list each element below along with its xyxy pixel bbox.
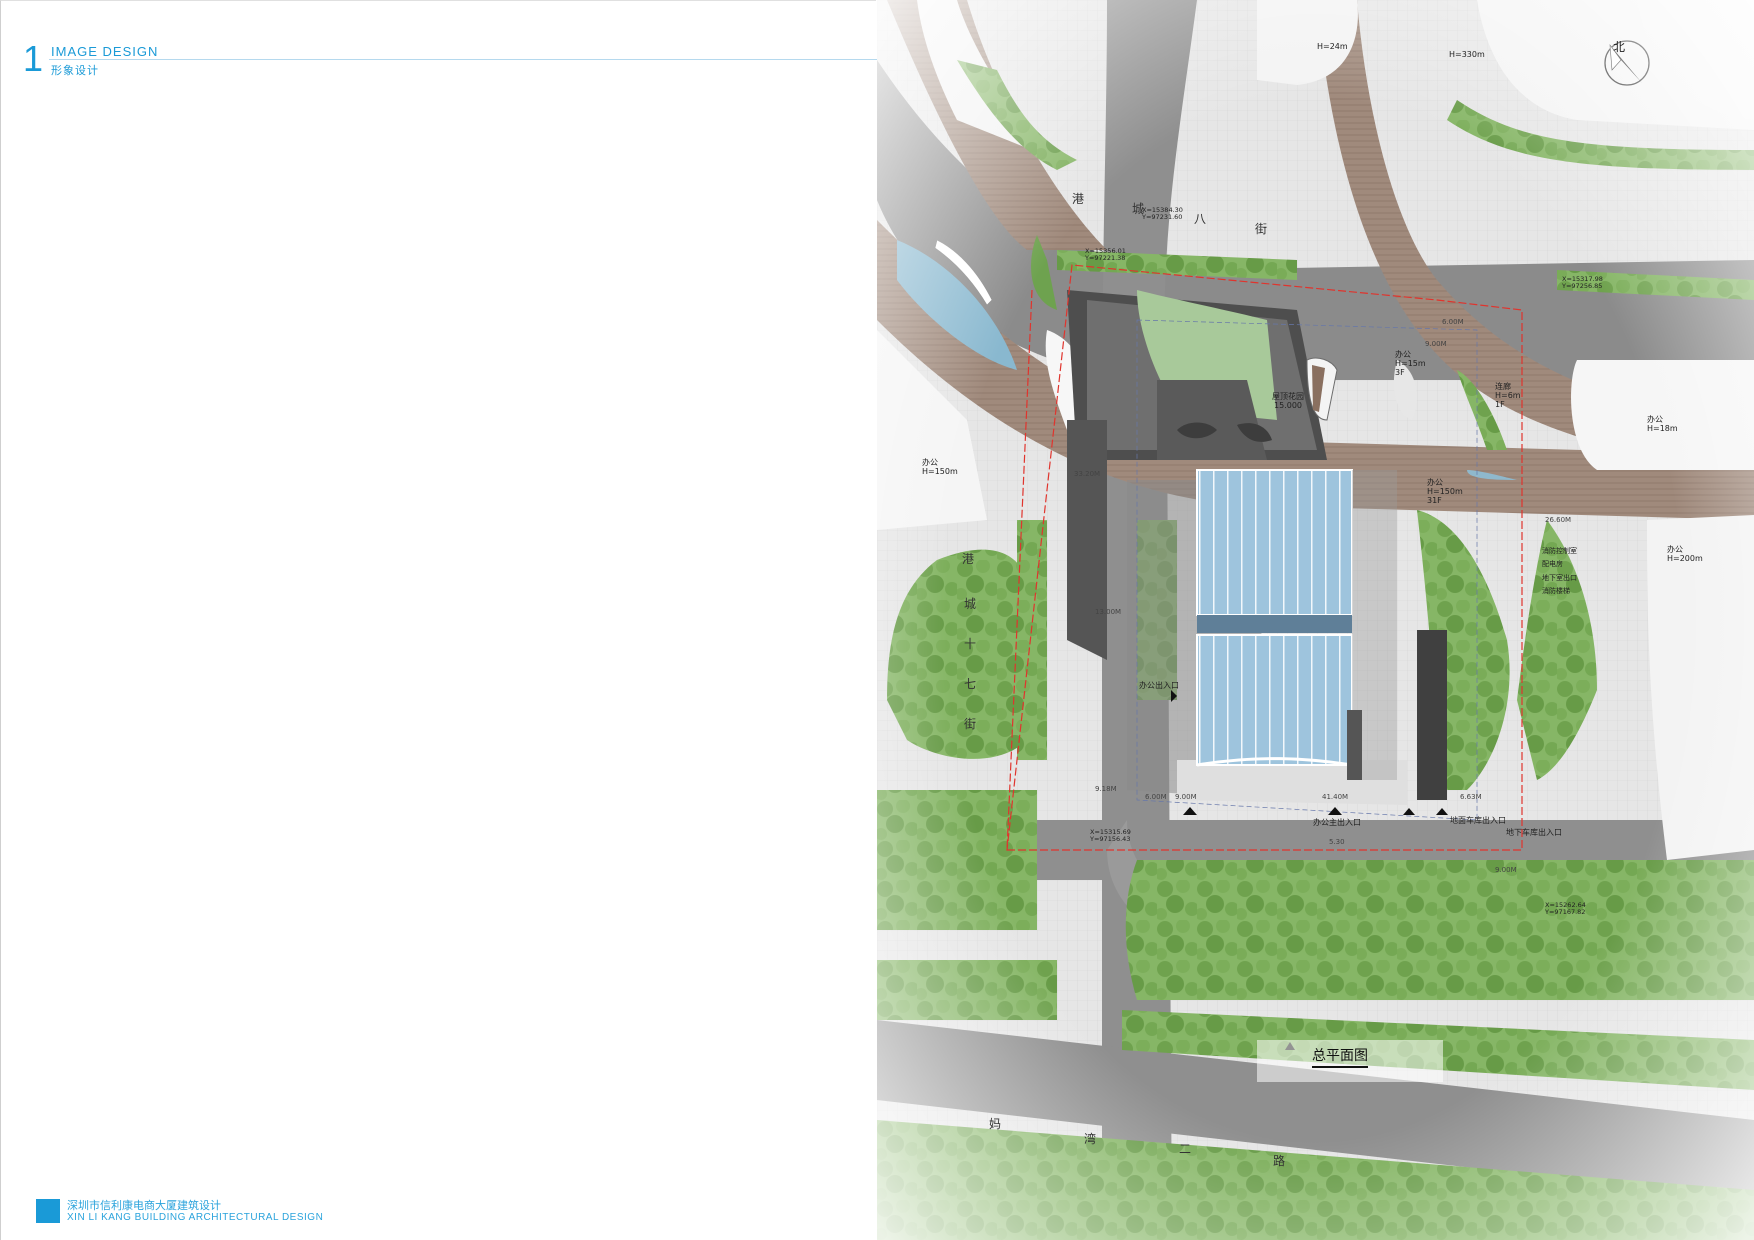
entrance-basement: 地下车库出入口 <box>1506 828 1562 837</box>
street-gangcheng17-char-1: 港 <box>962 552 975 566</box>
dimension-10: 6.63M <box>1460 793 1482 801</box>
label-legend-list: 消防控制室 配电房 地下室出口 消防楼梯 <box>1542 547 1577 595</box>
label-office-150-left: 办公 H=150m <box>922 458 958 477</box>
entrance-office-side: 办公出入口 <box>1139 681 1179 690</box>
entrance-parking-lot: 地面车库出入口 <box>1450 816 1506 825</box>
left-page: 1 IMAGE DESIGN 形象设计 深圳市信利康电商大厦建筑设计 XIN L… <box>0 0 877 1240</box>
dimension-1: 33.20M <box>1074 470 1101 478</box>
label-office-15: 办公 H=15m 3F <box>1395 350 1426 378</box>
dimension-4: 26.60M <box>1545 516 1572 524</box>
street-gangcheng17-char-3: 十 <box>964 637 977 651</box>
plan-title-backdrop <box>1257 1040 1443 1082</box>
dimension-3: 9.00M <box>1425 340 1447 348</box>
label-h330: H=330m <box>1449 50 1485 59</box>
compass-label: 北 <box>1613 40 1626 54</box>
footer-title-zh: 深圳市信利康电商大厦建筑设计 <box>67 1199 221 1212</box>
plan-title: 总平面图 <box>1312 1045 1368 1068</box>
dimension-12: 9.00M <box>1495 866 1517 874</box>
dimension-9: 41.40M <box>1322 793 1349 801</box>
label-bridge: 连廊 H=6m 1F <box>1495 382 1521 410</box>
label-office-150-main: 办公 H=150m 31F <box>1427 478 1463 506</box>
coordinate-4: X=15315.69 Y=97156.43 <box>1090 828 1131 844</box>
section-title-zh: 形象设计 <box>51 64 99 77</box>
label-h24: H=24m <box>1317 42 1348 51</box>
site-plan-drawing <box>877 0 1754 1240</box>
label-office-18: 办公 H=18m <box>1647 415 1678 434</box>
site-plan: 北 港 城 八 街 港 城 十 七 街 妈 湾 二 路 H=24m H=330m… <box>877 0 1754 1240</box>
dimension-8: 9.00M <box>1175 793 1197 801</box>
coordinate-5: X=15262.64 Y=97167.82 <box>1545 901 1586 917</box>
street-gangcheng8-char-1: 港 <box>1072 192 1085 206</box>
street-gangcheng8-char-3: 八 <box>1194 212 1207 226</box>
dimension-11: 5.30 <box>1329 838 1345 846</box>
label-roof-garden: 屋顶花园 15.000 <box>1272 392 1304 411</box>
street-gangcheng8-char-4: 街 <box>1255 222 1268 236</box>
dimension-7: 6.00M <box>1145 793 1167 801</box>
street-mawan2-char-1: 妈 <box>989 1117 1002 1131</box>
street-mawan2-char-2: 湾 <box>1084 1132 1097 1146</box>
street-mawan2-char-3: 二 <box>1179 1142 1192 1156</box>
street-gangcheng8-char-2: 城 <box>1132 202 1145 216</box>
street-gangcheng17-char-5: 街 <box>964 717 977 731</box>
street-gangcheng17-char-4: 七 <box>964 677 977 691</box>
coordinate-2: X=15356.01 Y=97221.38 <box>1085 247 1126 263</box>
dimension-2: 6.00M <box>1442 318 1464 326</box>
footer-title-en: XIN LI KANG BUILDING ARCHITECTURAL DESIG… <box>67 1212 324 1223</box>
coordinate-1: X=15384.30 Y=97231.60 <box>1142 206 1183 222</box>
section-number: 1 <box>23 38 44 79</box>
dimension-5: 13.00M <box>1095 608 1122 616</box>
coordinate-3: X=15317.98 Y=97256.85 <box>1562 275 1603 291</box>
section-divider <box>49 59 877 60</box>
dimension-6: 9.18M <box>1095 785 1117 793</box>
street-mawan2-char-4: 路 <box>1273 1154 1286 1168</box>
street-gangcheng17-char-2: 城 <box>964 597 977 611</box>
label-office-200: 办公 H=200m <box>1667 545 1703 564</box>
entrance-office-main: 办公主出入口 <box>1313 818 1361 827</box>
footer-logo-square <box>36 1199 60 1223</box>
section-title-en: IMAGE DESIGN <box>51 44 159 59</box>
